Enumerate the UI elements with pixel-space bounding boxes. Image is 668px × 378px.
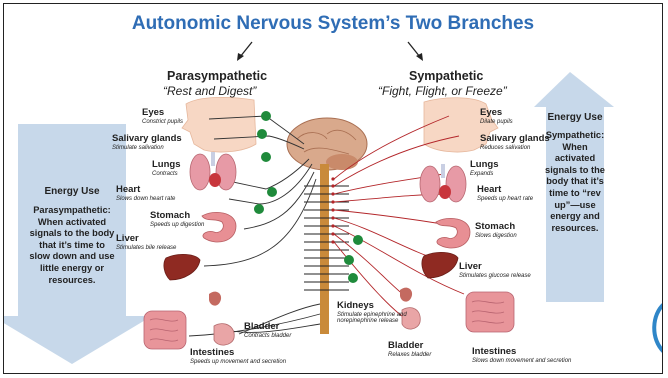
- left-face: [182, 97, 256, 152]
- left-bladder: [214, 324, 234, 345]
- symp-liver-action: Stimulates glucose release: [459, 273, 531, 279]
- left-intestines: [144, 311, 186, 349]
- slide-title: Autonomic Nervous System’s Two Branches: [4, 13, 662, 35]
- para-bladder-label: BladderContracts bladder: [244, 322, 291, 339]
- symp-energy-title: Energy Use: [544, 112, 606, 123]
- symp-kidneys-label: KidneysStimulate epinephrine and norepin…: [337, 301, 407, 325]
- symp-eyes-action: Dilate pupils: [480, 119, 513, 125]
- para-salivary-label: Salivary glandsStimulate salivation: [112, 134, 182, 151]
- para-liver-action: Stimulates bile release: [116, 245, 176, 251]
- symp-lungs-action: Expands: [470, 171, 499, 177]
- parasympathetic-heading: Parasympathetic: [167, 70, 267, 83]
- para-stomach-label: StomachSpeeds up digestion: [150, 211, 204, 228]
- symp-kidneys-action: Stimulate epinephrine and norepinephrine…: [337, 312, 407, 325]
- right-kidney: [400, 288, 412, 302]
- sympathetic-tagline: “Fight, Flight, or Freeze”: [378, 85, 507, 98]
- left-liver: [164, 254, 200, 280]
- symp-lungs-label: LungsExpands: [470, 160, 499, 177]
- left-stomach: [202, 212, 236, 242]
- symp-heart-action: Speeds up heart rate: [477, 196, 533, 202]
- parasympathetic-tagline: “Rest and Digest”: [163, 85, 256, 98]
- right-liver: [422, 252, 458, 278]
- symp-heart-label: HeartSpeeds up heart rate: [477, 185, 533, 202]
- corner-logo-fragment: [654, 304, 663, 352]
- para-stomach-action: Speeds up digestion: [150, 222, 204, 228]
- symp-salivary-action: Reduces salivation: [480, 145, 550, 151]
- parasympathetic-ganglia: [254, 111, 277, 214]
- para-energy-title: Energy Use: [22, 186, 122, 197]
- symp-stomach-action: Slows digestion: [475, 233, 517, 239]
- right-intestines: [466, 292, 514, 332]
- symp-intestines-label: IntestinesSlows down movement and secret…: [472, 347, 571, 364]
- right-stomach: [436, 218, 470, 248]
- symp-liver-label: LiverStimulates glucose release: [459, 262, 531, 279]
- symp-eyes-label: EyesDilate pupils: [480, 108, 513, 125]
- left-kidney: [209, 292, 221, 306]
- para-salivary-action: Stimulate salivation: [112, 145, 182, 151]
- para-eyes-label: EyesConstrict pupils: [142, 108, 183, 125]
- para-eyes-action: Constrict pupils: [142, 119, 183, 125]
- right-lungs: [420, 164, 466, 202]
- para-intestines-action: Speeds up movement and secretion: [190, 359, 286, 365]
- para-lungs-action: Contracts: [152, 171, 181, 177]
- para-heart-action: Slows down heart rate: [116, 196, 175, 202]
- symp-bladder-label: BladderRelaxes bladder: [388, 341, 431, 358]
- symp-salivary-label: Salivary glandsReduces salivation: [480, 134, 550, 151]
- para-liver-label: LiverStimulates bile release: [116, 234, 176, 251]
- para-intestines-label: IntestinesSpeeds up movement and secreti…: [190, 348, 286, 365]
- para-heart-label: HeartSlows down heart rate: [116, 185, 175, 202]
- spinal-cord: [320, 164, 329, 334]
- slide: Autonomic Nervous System’s Two Branches …: [3, 3, 663, 374]
- sympathetic-heading: Sympathetic: [409, 70, 483, 83]
- title-arrow-right: [408, 42, 420, 57]
- symp-energy-text: Sympathetic: When activated signals to t…: [544, 130, 606, 234]
- left-lungs: [190, 152, 236, 190]
- para-bladder-action: Contracts bladder: [244, 333, 291, 339]
- symp-intestines-action: Slows down movement and secretion: [472, 358, 571, 364]
- para-lungs-label: LungsContracts: [152, 160, 181, 177]
- para-energy-text: Parasympathetic: When activated signals …: [29, 205, 115, 286]
- symp-stomach-label: StomachSlows digestion: [475, 222, 517, 239]
- title-arrow-left: [240, 42, 252, 57]
- symp-bladder-action: Relaxes bladder: [388, 352, 431, 358]
